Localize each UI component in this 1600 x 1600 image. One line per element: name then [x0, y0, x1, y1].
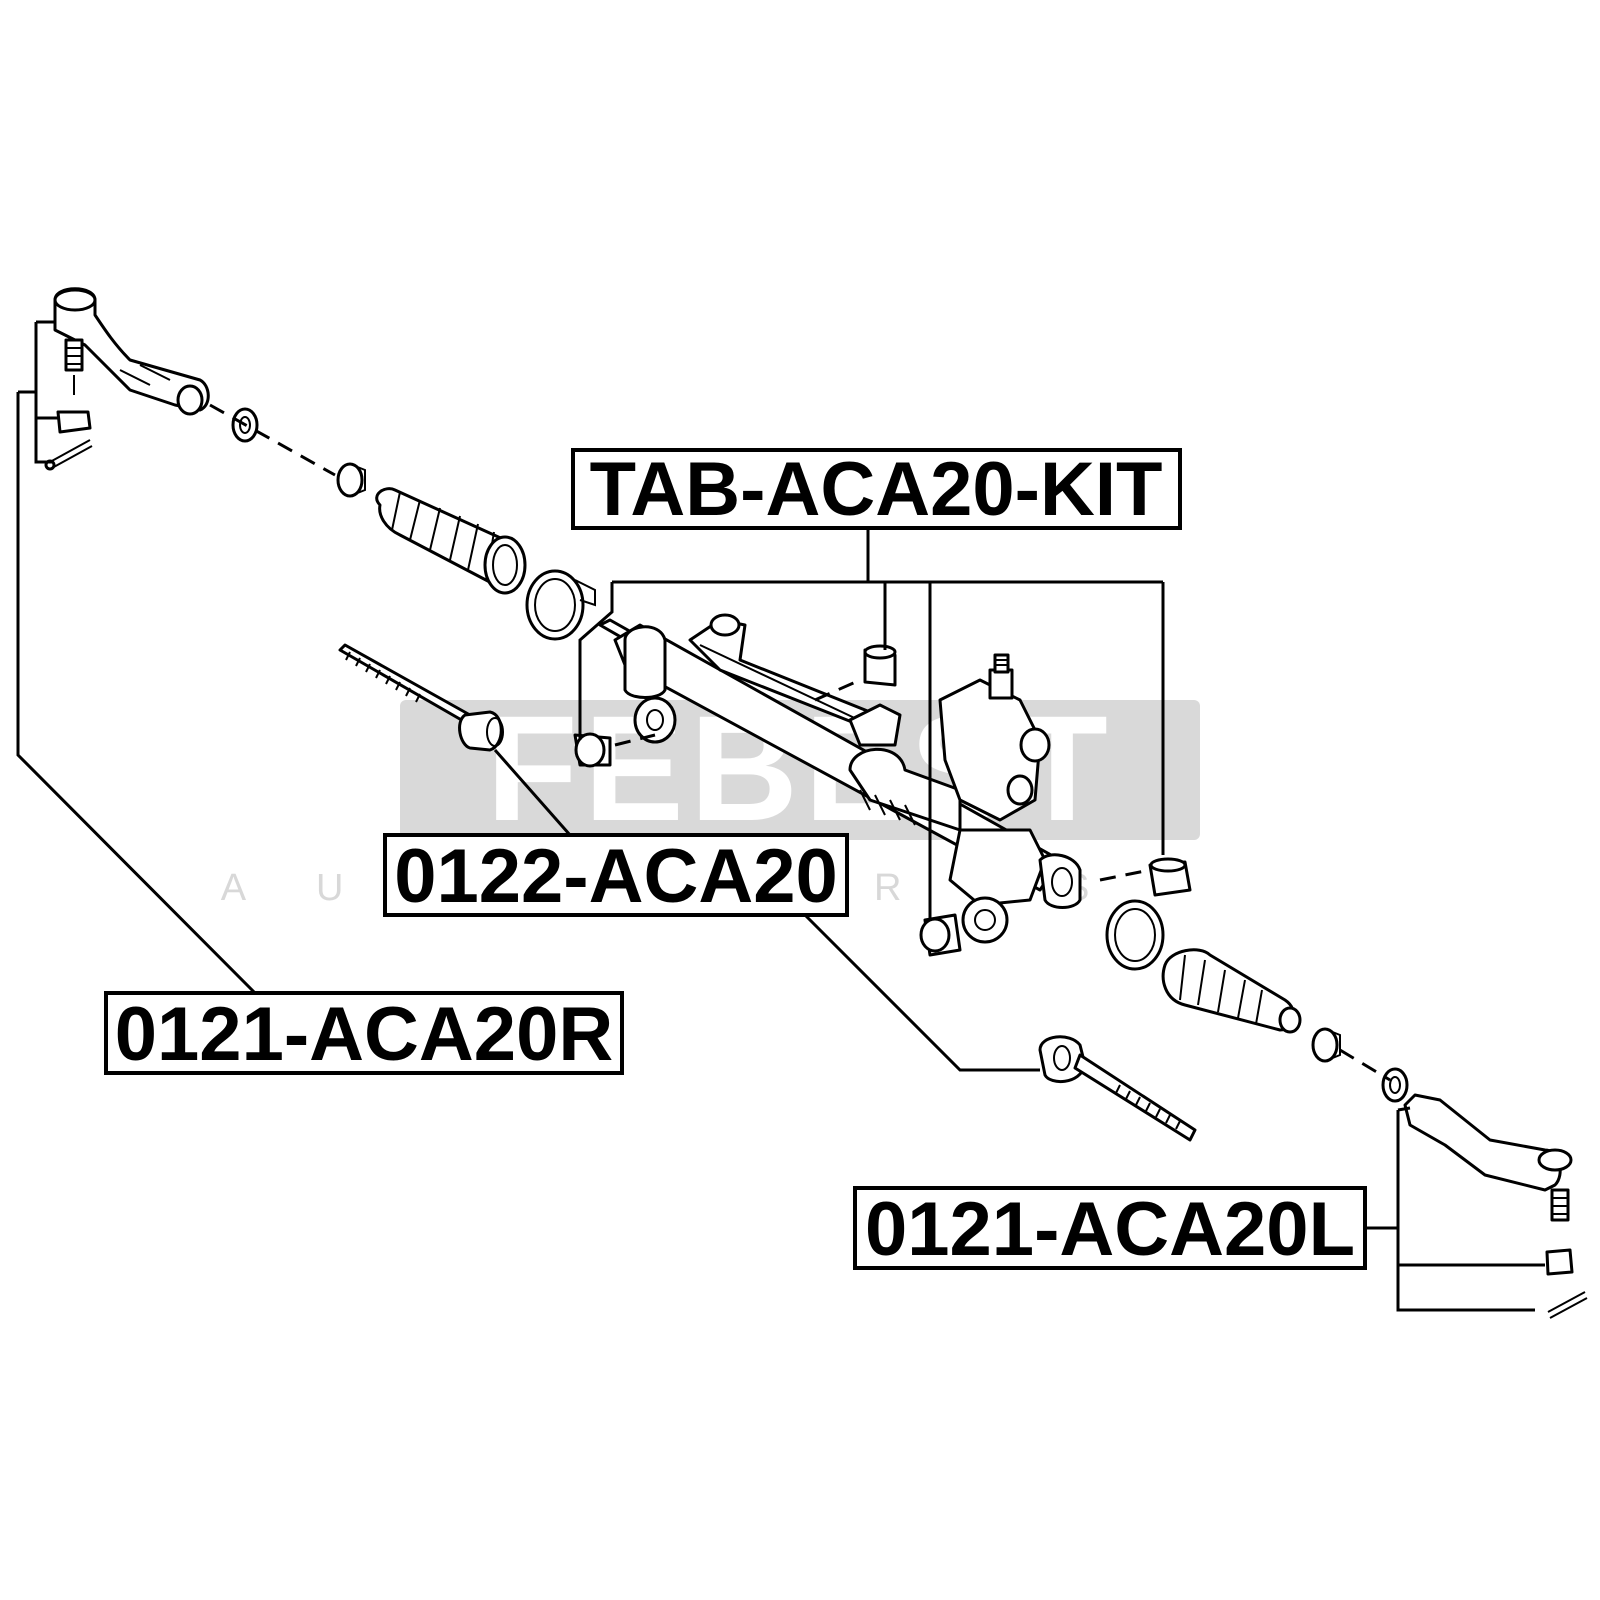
callout-kit-box	[571, 448, 1182, 530]
steering-boot-right	[375, 487, 527, 595]
bushing-1	[863, 644, 897, 687]
rack-end-left	[1038, 1035, 1197, 1142]
callout-kit: TAB-ACA20-KIT	[571, 447, 1182, 532]
callout-rack-end: 0122-ACA20	[383, 833, 849, 919]
leader-lines	[16, 320, 1545, 1312]
boot-clamp-left	[1105, 899, 1165, 971]
callout-tie-rod-right-label: 0121-ACA20R	[115, 992, 613, 1077]
steering-gear-housing	[598, 613, 1082, 944]
clamp-small-right	[336, 462, 366, 498]
callout-tie-rod-right: 0121-ACA20R	[104, 991, 624, 1077]
lock-nut-left	[1381, 1067, 1409, 1103]
steering-boot-left	[1161, 948, 1302, 1034]
axis-line-lower	[1339, 1048, 1391, 1082]
callout-rack-end-label: 0122-ACA20	[394, 834, 838, 919]
callout-tie-rod-left-label: 0121-ACA20L	[865, 1187, 1355, 1272]
callout-rack-end-box	[383, 833, 849, 917]
bushing-3	[1148, 857, 1192, 897]
axis-line-upper	[209, 403, 336, 477]
tie-rod-end-right	[44, 287, 210, 471]
callout-tie-rod-left-box	[853, 1186, 1367, 1270]
bushing-4	[919, 913, 962, 957]
callout-kit-label: TAB-ACA20-KIT	[590, 447, 1163, 532]
callout-tie-rod-left: 0121-ACA20L	[853, 1186, 1367, 1272]
tie-rod-end-left	[1403, 1093, 1588, 1319]
bushing-2	[573, 732, 612, 768]
rack-end-right	[338, 643, 504, 752]
boot-clamp-right	[525, 569, 596, 641]
callout-tie-rod-right-box	[104, 991, 624, 1075]
clamp-small-left	[1311, 1027, 1341, 1063]
